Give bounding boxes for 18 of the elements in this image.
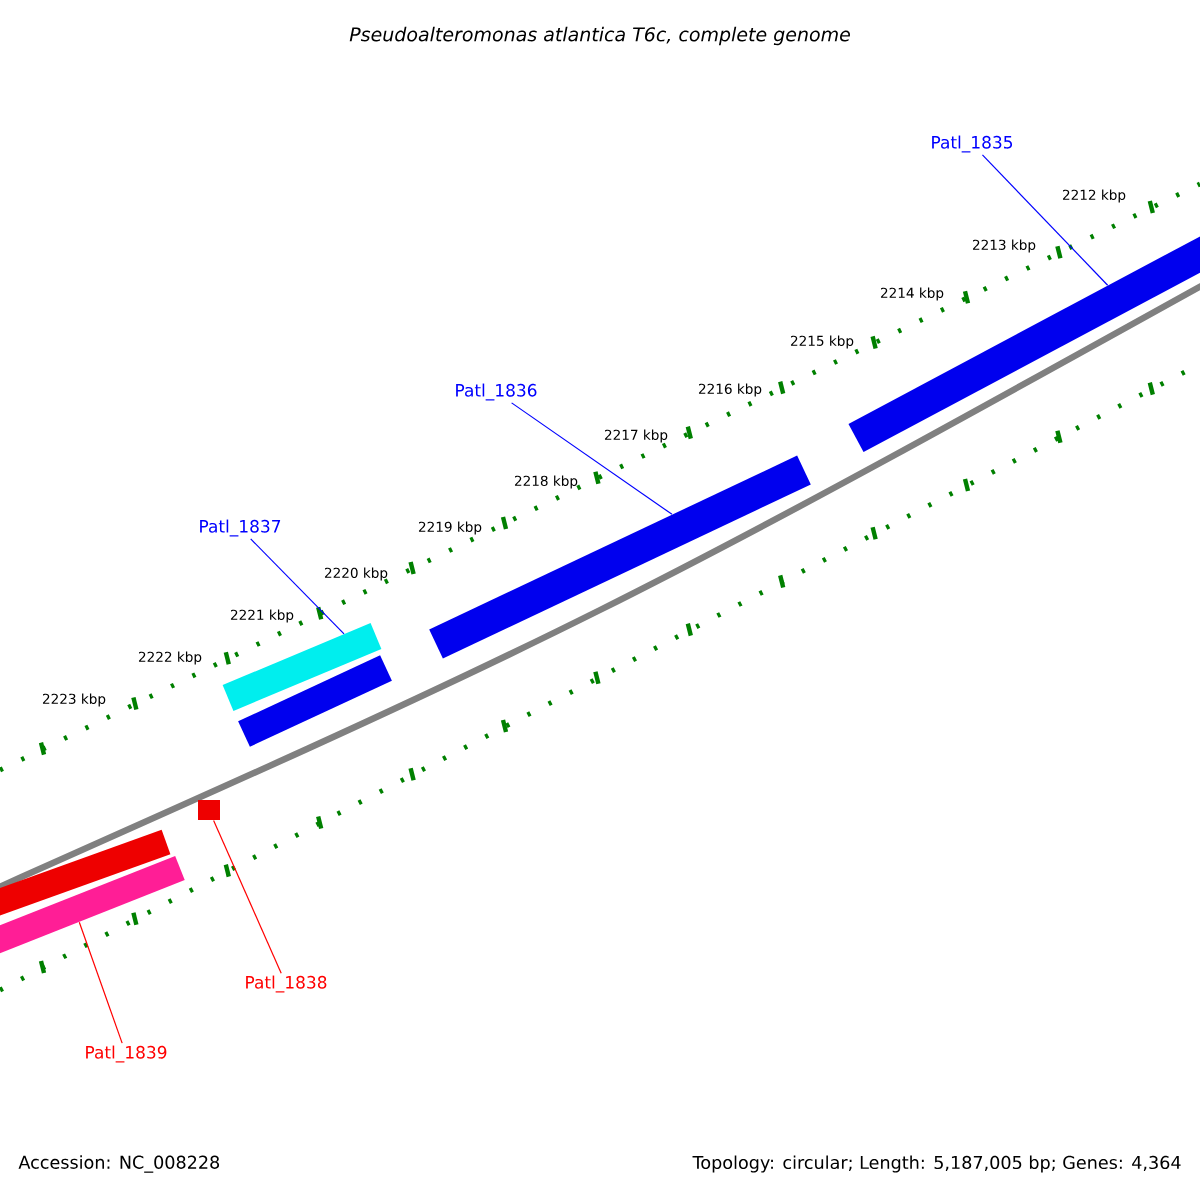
gene-bar (0, 829, 171, 919)
gene-bar (238, 655, 392, 747)
gene-label: Patl_1837 (200, 519, 281, 537)
leader-line (981, 154, 1109, 286)
genome-info-text: Topology: circular; Length: 5,187,005 bp; Genes: 4,364 (692, 1155, 1181, 1173)
gene-bar (0, 855, 185, 957)
gene-bar (222, 623, 382, 711)
leader-line (78, 921, 123, 1044)
gene-label: Patl_1835 (932, 135, 1013, 153)
accession-text: Accession: NC_008228 (18, 1155, 220, 1173)
leader-line (213, 819, 282, 974)
gene-bar (198, 800, 220, 820)
gene-label: Patl_1839 (86, 1045, 167, 1063)
gene-label: Patl_1838 (246, 975, 327, 993)
gene-label: Patl_1836 (456, 383, 537, 401)
leader-line (511, 402, 673, 515)
title: Pseudoalteromonas atlantica T6c, complete genome (349, 26, 850, 46)
leader-line (250, 538, 345, 635)
